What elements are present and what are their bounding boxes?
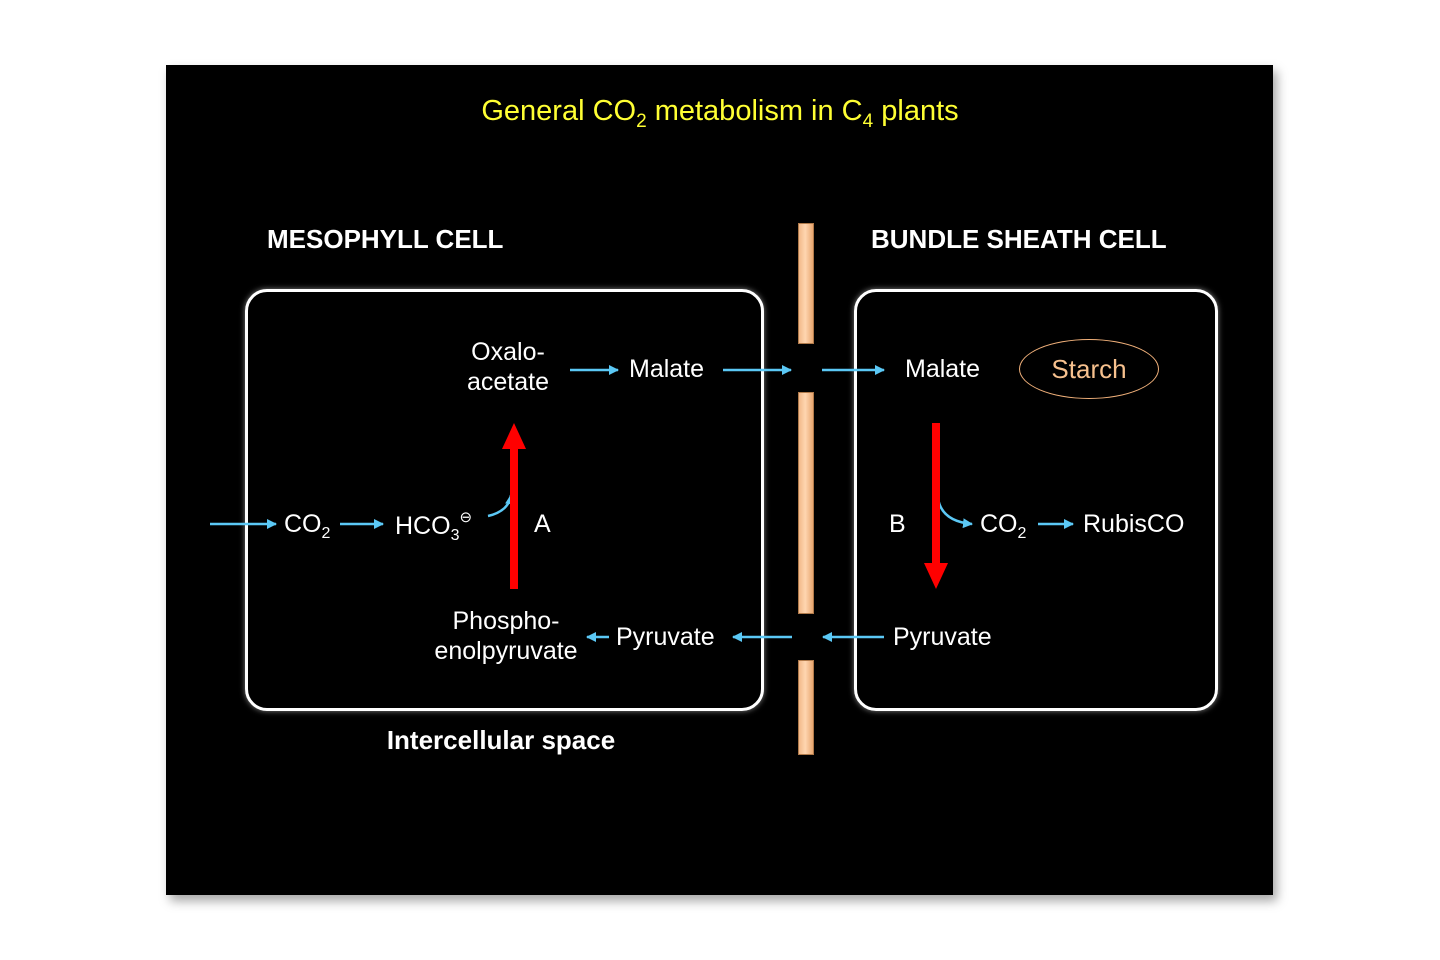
starch-oval: Starch	[1019, 339, 1159, 399]
cell-wall-segment-bottom	[798, 660, 814, 755]
enzyme-b-label: B	[889, 510, 906, 538]
mesophyll-co2-label: CO2	[284, 510, 331, 542]
mesophyll-cell-box	[245, 289, 764, 711]
co2-release-curve-arrow	[936, 497, 973, 529]
bundle-sheath-malate-label: Malate	[905, 355, 981, 383]
oxaloacetate-label: Oxalo- acetate	[466, 338, 550, 396]
rubisco-label: RubisCO	[1083, 510, 1185, 538]
cell-wall-segment-middle	[798, 392, 814, 614]
bundle-sheath-pyruvate-label: Pyruvate	[893, 623, 992, 651]
phosphoenolpyruvate-label: Phospho- enolpyruvate	[434, 607, 578, 665]
enzyme-a-red-arrow	[502, 423, 526, 589]
enzyme-b-red-arrow	[924, 423, 948, 589]
bundle-sheath-co2-label: CO2	[980, 510, 1027, 542]
bicarbonate-label: HCO3⊖	[395, 509, 473, 544]
bundle-sheath-cell-label: BUNDLE SHEATH CELL	[871, 224, 1167, 254]
enzyme-a-label: A	[534, 510, 551, 538]
diagram-title: General CO2 metabolism in C4 plants	[481, 95, 959, 132]
mesophyll-malate-label: Malate	[629, 355, 705, 383]
arrow-layer	[210, 365, 1074, 642]
mesophyll-cell-label: MESOPHYLL CELL	[267, 224, 504, 254]
mesophyll-pyruvate-label: Pyruvate	[616, 623, 715, 651]
slide: General CO2 metabolism in C4 plants MESO…	[166, 65, 1273, 895]
bundle-sheath-cell-box	[854, 289, 1218, 711]
intercellular-space-label: Intercellular space	[386, 725, 616, 755]
hco3-uptake-curve-arrow	[487, 494, 516, 518]
cell-wall-segment-top	[798, 223, 814, 344]
